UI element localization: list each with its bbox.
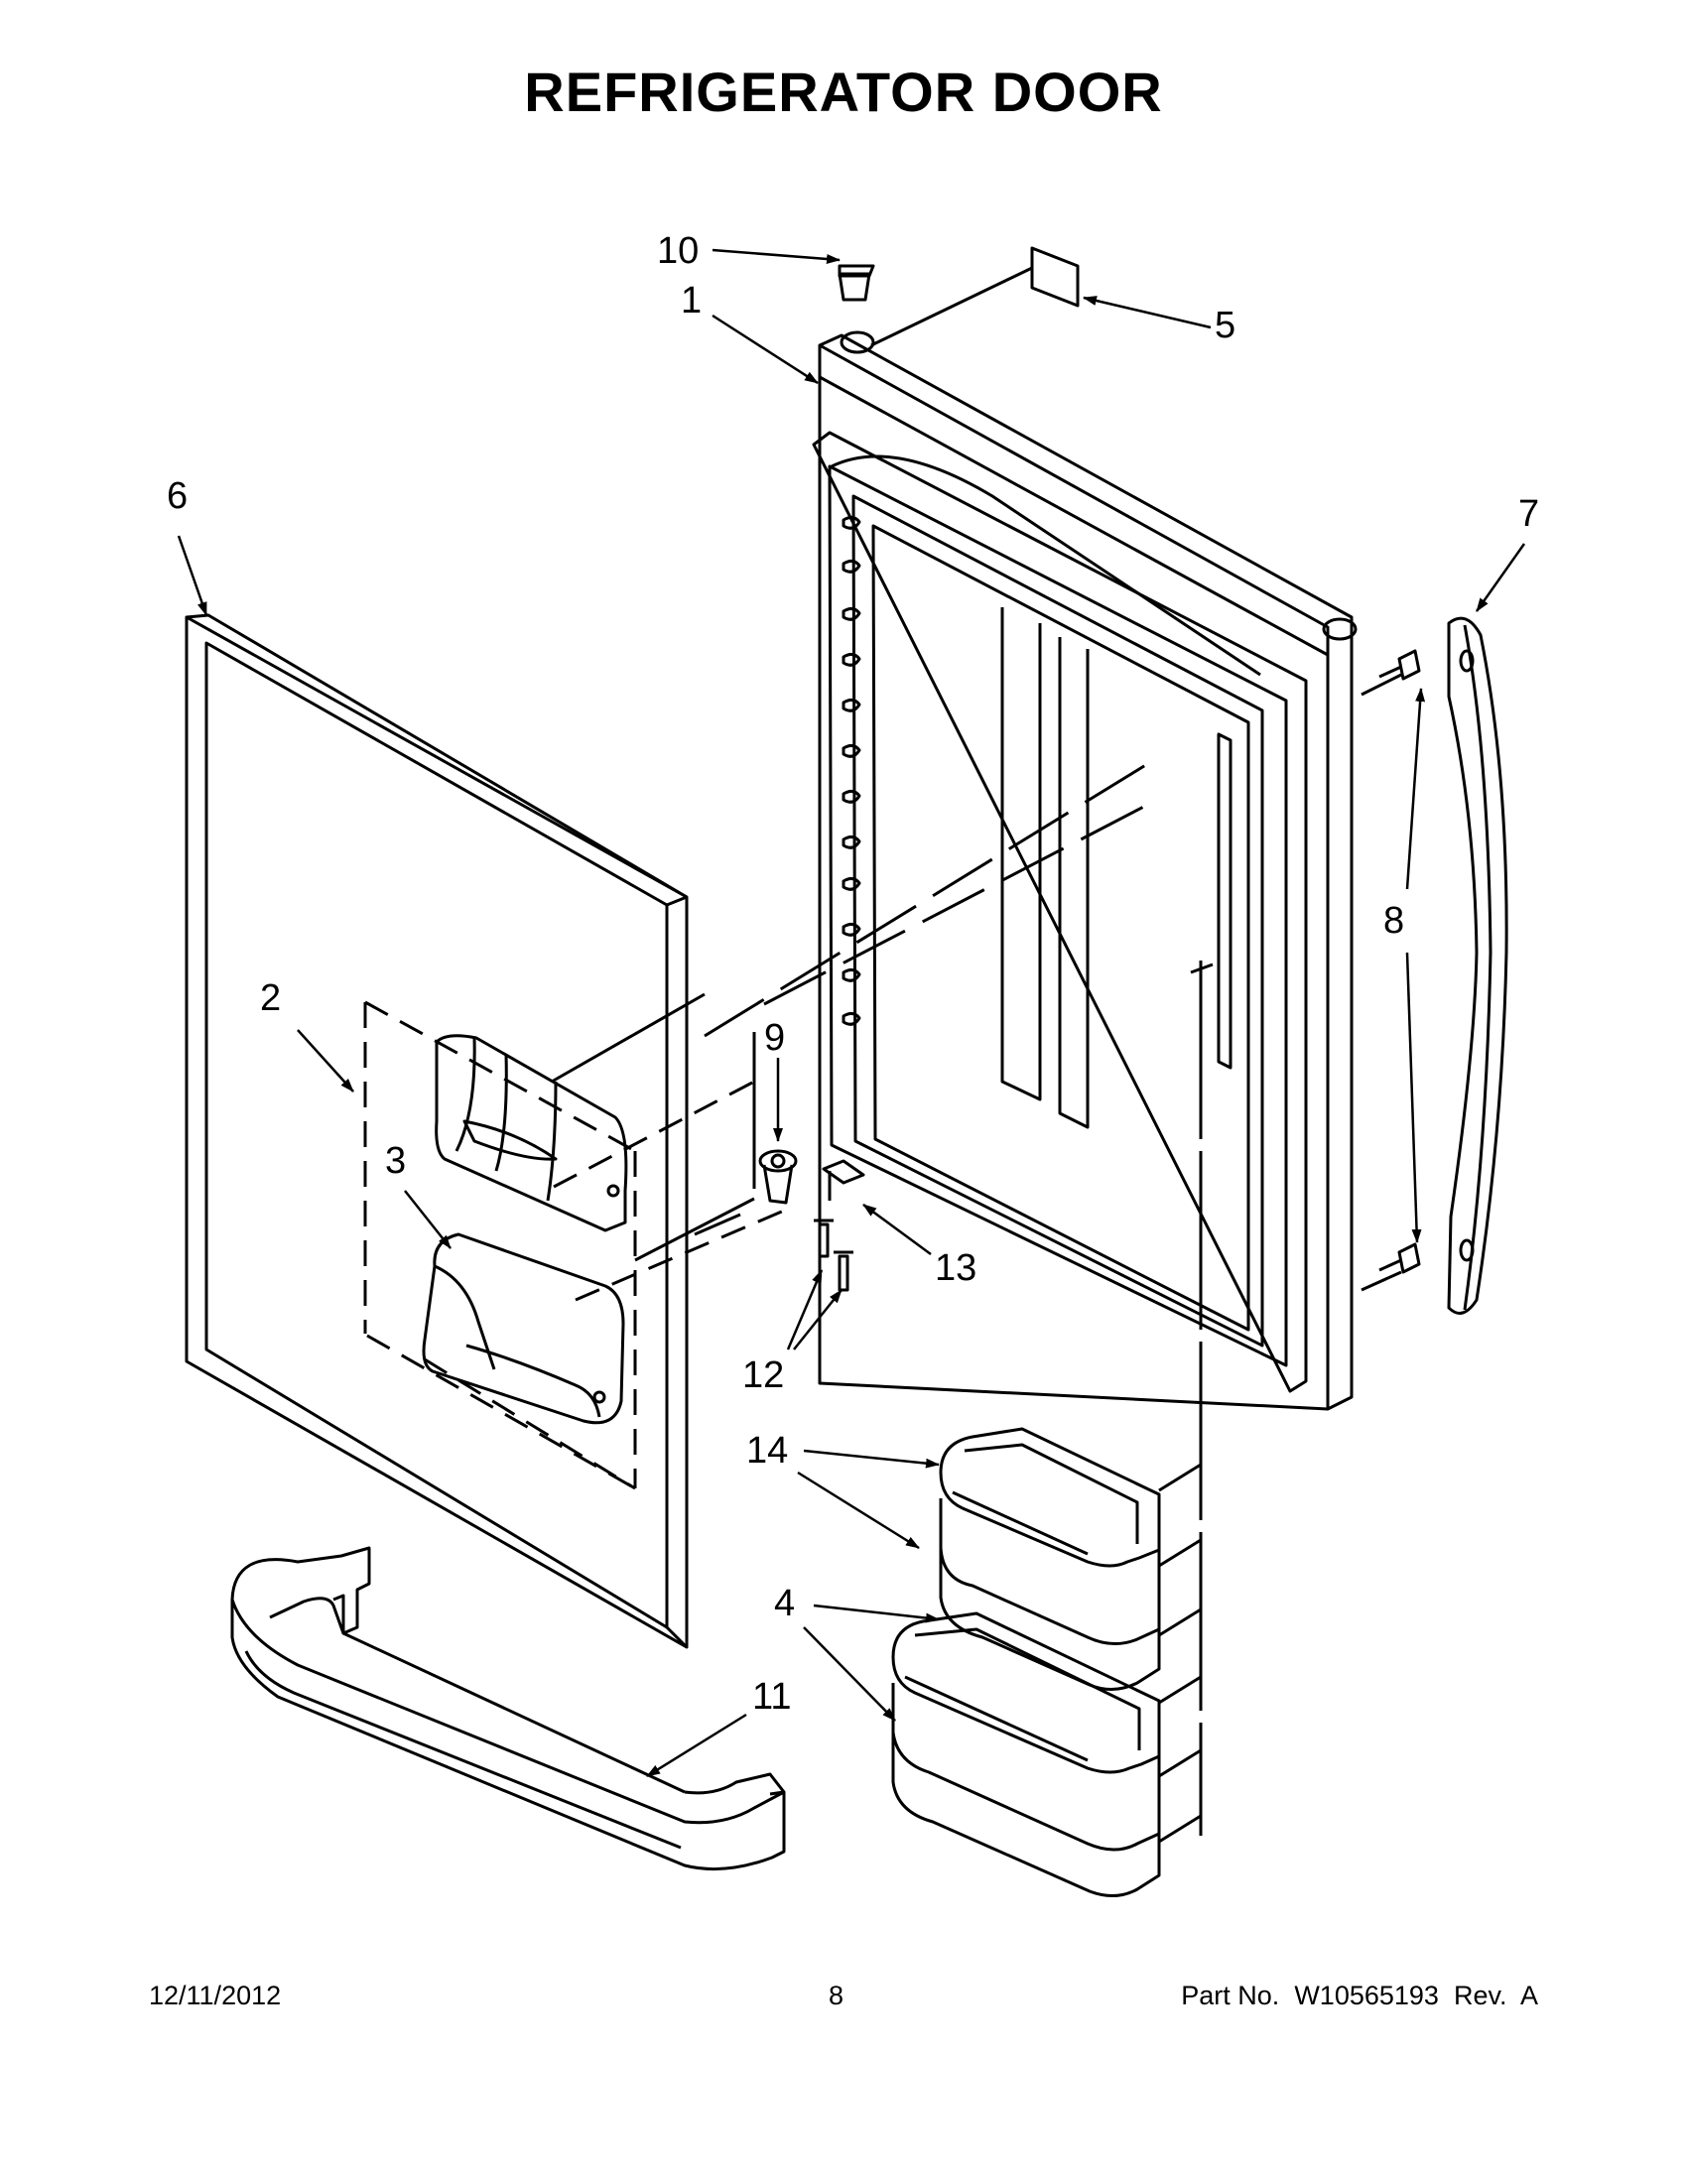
screws	[814, 1219, 853, 1292]
dispenser-cup	[422, 1232, 625, 1425]
callout-14: 14	[746, 1430, 788, 1472]
footer-date: 12/11/2012	[149, 1981, 282, 2010]
footer-part-number: Part No. W10565193 Rev. A	[1181, 1981, 1538, 2011]
dispenser-dashed-lines	[424, 1080, 785, 1490]
footer-page-number: 8	[829, 1981, 844, 2010]
liner-mounting-bosses	[842, 515, 861, 1026]
dispenser-cover	[435, 1034, 628, 1232]
hinge-bushing	[758, 1149, 798, 1205]
part-number-label: Part No.	[1181, 1981, 1280, 2010]
bottom-door-bin	[230, 1546, 786, 1871]
callout-13: 13	[935, 1247, 976, 1289]
alignment-lines	[551, 756, 1158, 1262]
callout-5: 5	[1215, 305, 1235, 346]
callout-3: 3	[385, 1140, 406, 1182]
door-handle	[1447, 616, 1508, 1315]
callout-12: 12	[742, 1354, 784, 1396]
door-liner	[812, 330, 1358, 1411]
hinge-plate	[822, 1159, 865, 1201]
upper-door-bins	[939, 1427, 1202, 1691]
callout-1: 1	[681, 280, 702, 321]
callout-leaders	[177, 248, 1526, 1778]
callout-10: 10	[657, 230, 699, 272]
callout-6: 6	[167, 475, 188, 517]
callout-4: 4	[774, 1583, 795, 1624]
part-number-value: W10565193	[1294, 1981, 1439, 2010]
page-title: REFRIGERATOR DOOR	[524, 61, 1163, 123]
callout-7: 7	[1518, 493, 1539, 535]
callout-2: 2	[260, 977, 281, 1019]
rating-label	[870, 246, 1080, 347]
revision-value: A	[1519, 1981, 1538, 2010]
callout-8: 8	[1383, 900, 1404, 942]
callout-9: 9	[764, 1017, 785, 1059]
lower-door-bins	[891, 1611, 1202, 1897]
top-hinge-pin	[838, 264, 875, 302]
callout-11: 11	[752, 1676, 791, 1718]
handle-mounting-studs	[1361, 649, 1421, 1292]
revision-label: Rev.	[1453, 1981, 1507, 2010]
dispenser-housing-outline	[363, 1000, 637, 1490]
bin-alignment-lines	[1190, 961, 1221, 1836]
callout-numbers: 10 1 5 6 7 8 2 9 3 13 12 14 4 11	[167, 230, 1539, 1718]
